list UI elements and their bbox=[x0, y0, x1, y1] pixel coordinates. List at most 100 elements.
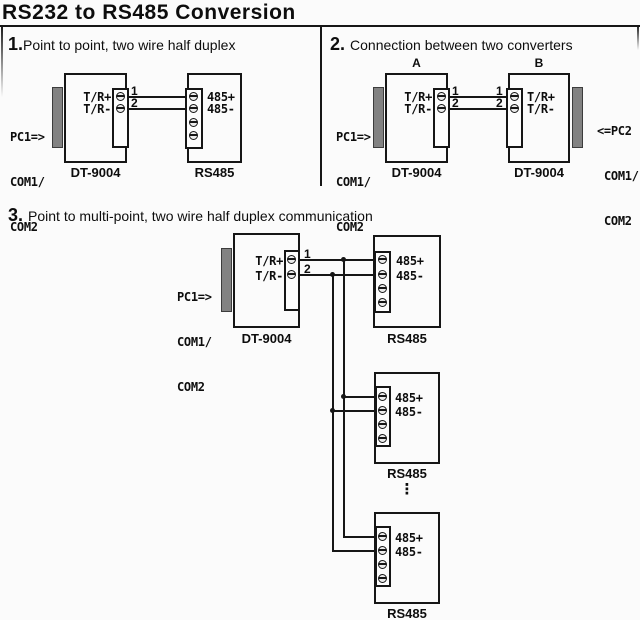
converter-a-tag: A bbox=[412, 56, 421, 70]
rs232-connector bbox=[572, 87, 583, 148]
terminal-label-485-plus: 485+ bbox=[395, 391, 423, 405]
panel-divider bbox=[320, 25, 322, 186]
screw-terminal-icon bbox=[287, 255, 296, 264]
pc-line-1: PC1=> bbox=[10, 130, 45, 144]
wire-number-1: 1 bbox=[496, 84, 503, 98]
branch-wire bbox=[332, 410, 375, 412]
terminal-label-485-minus: 485- bbox=[395, 405, 423, 419]
terminal-block bbox=[284, 250, 300, 311]
terminal-block bbox=[506, 88, 523, 148]
continuation-ellipsis: ⋮ bbox=[399, 480, 415, 498]
terminal-label-tr-plus: T/R+ bbox=[83, 90, 111, 104]
screw-terminal-icon bbox=[378, 284, 387, 293]
terminal-block bbox=[433, 88, 450, 148]
rs232-connector bbox=[221, 248, 232, 312]
section-3-heading: 3.Point to multi-point, two wire half du… bbox=[8, 205, 373, 226]
pc-line-3: COM2 bbox=[336, 220, 364, 234]
wire bbox=[449, 108, 508, 110]
terminal-label-tr-plus: T/R+ bbox=[255, 254, 283, 268]
terminal-label-tr-plus: T/R+ bbox=[527, 90, 555, 104]
wire-number-2: 2 bbox=[304, 262, 311, 276]
screw-terminal-icon bbox=[378, 392, 387, 401]
wire-number-1: 1 bbox=[304, 247, 311, 261]
wire-number-1: 1 bbox=[452, 84, 459, 98]
pc-line-1: PC1=> bbox=[177, 290, 212, 304]
section-2-title: Connection between two converters bbox=[350, 37, 573, 53]
terminal-label-485-plus: 485+ bbox=[396, 254, 424, 268]
branch-wire bbox=[343, 396, 375, 398]
section-3-number: 3. bbox=[8, 205, 24, 225]
section-3-title: Point to multi-point, two wire half dupl… bbox=[28, 208, 373, 224]
pc-line-3: COM2 bbox=[10, 220, 38, 234]
terminal-block bbox=[112, 88, 129, 148]
junction-dot bbox=[330, 408, 335, 413]
panel-left-border bbox=[1, 25, 3, 105]
wire bbox=[129, 108, 187, 110]
converter-name: DT-9004 bbox=[514, 165, 564, 180]
screw-terminal-icon bbox=[378, 574, 387, 583]
section-1-title: Point to point, two wire half duplex bbox=[23, 37, 236, 53]
pc-line-3: COM2 bbox=[604, 214, 632, 228]
screw-terminal-icon bbox=[378, 406, 387, 415]
terminal-label-485-minus: 485- bbox=[395, 545, 423, 559]
section-1-number: 1. bbox=[8, 34, 24, 54]
screw-terminal-icon bbox=[189, 104, 198, 113]
screw-terminal-icon bbox=[378, 298, 387, 307]
screw-terminal-icon bbox=[510, 92, 519, 101]
terminal-label-tr-minus: T/R- bbox=[255, 269, 283, 283]
terminal-label-485-plus: 485+ bbox=[207, 90, 235, 104]
terminal-label-tr-minus: T/R- bbox=[404, 102, 432, 116]
screw-terminal-icon bbox=[116, 104, 125, 113]
device-name: RS485 bbox=[194, 165, 235, 180]
panel-right-border bbox=[637, 25, 639, 53]
wire-number-1: 1 bbox=[131, 84, 138, 98]
screw-terminal-icon bbox=[378, 270, 387, 279]
device-name: RS485 bbox=[387, 331, 427, 346]
section-1-heading: 1.Point to point, two wire half duplex bbox=[8, 34, 235, 55]
screw-terminal-icon bbox=[510, 104, 519, 113]
terminal-block bbox=[374, 251, 391, 313]
screw-terminal-icon bbox=[378, 420, 387, 429]
screw-terminal-icon bbox=[378, 546, 387, 555]
pc-line-1: PC1=> bbox=[336, 130, 371, 144]
screw-terminal-icon bbox=[378, 560, 387, 569]
wire-number-2: 2 bbox=[452, 96, 459, 110]
junction-dot bbox=[341, 257, 346, 262]
screw-terminal-icon bbox=[378, 532, 387, 541]
pc-line-1: <=PC2 bbox=[597, 124, 632, 138]
page-title: RS232 to RS485 Conversion bbox=[2, 1, 296, 24]
screw-terminal-icon bbox=[378, 255, 387, 264]
rs232-connector bbox=[373, 87, 384, 148]
wire-number-2: 2 bbox=[496, 96, 503, 110]
device-name: RS485 bbox=[387, 606, 427, 620]
junction-dot bbox=[341, 394, 346, 399]
pc2-target-label: <=PC2 COM1/ COM2 bbox=[597, 94, 639, 259]
bus-wire-485-minus bbox=[332, 274, 334, 552]
device-name: RS485 bbox=[387, 466, 427, 481]
converter-name: DT-9004 bbox=[391, 165, 442, 180]
wire bbox=[129, 96, 187, 98]
pc-line-2: COM1/ bbox=[604, 169, 639, 183]
branch-wire bbox=[332, 550, 376, 552]
pc-source-label: PC1=> COM1/ COM2 bbox=[336, 100, 378, 265]
converter-name: DT-9004 bbox=[241, 331, 292, 346]
screw-terminal-icon bbox=[116, 92, 125, 101]
converter-b-tag: B bbox=[534, 56, 544, 70]
pc-source-label: PC1=> COM1/ COM2 bbox=[177, 260, 219, 425]
pc-line-3: COM2 bbox=[177, 380, 205, 394]
terminal-label-tr-minus: T/R- bbox=[83, 102, 111, 116]
pc-source-label: PC1=> COM1/ COM2 bbox=[10, 100, 52, 265]
terminal-label-tr-minus: T/R- bbox=[527, 102, 555, 116]
screw-terminal-icon bbox=[437, 92, 446, 101]
screw-terminal-icon bbox=[437, 104, 446, 113]
terminal-label-485-minus: 485- bbox=[207, 102, 235, 116]
terminal-label-tr-plus: T/R+ bbox=[404, 90, 432, 104]
screw-terminal-icon bbox=[189, 118, 198, 127]
section-2-number: 2. bbox=[330, 34, 346, 54]
terminal-block bbox=[375, 386, 391, 447]
terminal-label-485-plus: 485+ bbox=[395, 531, 423, 545]
screw-terminal-icon bbox=[378, 434, 387, 443]
screw-terminal-icon bbox=[189, 131, 198, 140]
terminal-label-485-minus: 485- bbox=[396, 269, 424, 283]
